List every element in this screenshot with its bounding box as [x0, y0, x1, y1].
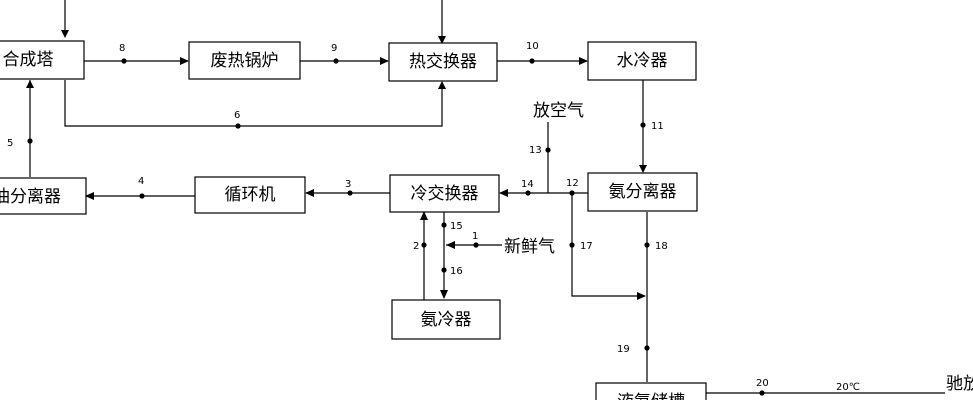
water-cooler-box: 水冷器: [587, 41, 697, 81]
stream-number-14: 14: [521, 179, 534, 190]
circulator-box: 循环机: [194, 176, 306, 214]
stream-number-16: 16: [450, 266, 463, 277]
vent-gas-label: 放空气: [533, 101, 584, 121]
arrow-into-ammonia-separator: [639, 165, 647, 173]
ammonia-separator-label: 氨分离器: [609, 182, 677, 202]
arrow-into-ammonia-cooler: [440, 290, 448, 299]
cold-exchanger-box: 冷交换器: [389, 174, 500, 213]
cold-exchanger-label: 冷交换器: [411, 184, 479, 204]
stream-number-9: 9: [331, 43, 337, 54]
storage-tank-label: 液氨储槽: [617, 392, 685, 400]
stream-number-15: 15: [450, 221, 463, 232]
stream-number-17: 17: [580, 241, 593, 252]
release-label: 驰放: [946, 374, 973, 394]
stream-numbers: 8 9 10 6 11 13 12 14 3 4 5 15 2 1 16 17 …: [7, 41, 769, 389]
flow-lines: [29, 0, 945, 394]
stream-number-6: 6: [234, 110, 240, 121]
arrow-into-cold-exchanger-right: [499, 189, 508, 197]
heat-exchanger-label: 热交换器: [409, 52, 477, 72]
oil-separator-box: 油分离器: [0, 177, 87, 215]
stream-number-11: 11: [651, 121, 664, 132]
arrow-into-cold-exchanger-bottom: [420, 211, 428, 220]
stream-number-5: 5: [7, 138, 13, 149]
waste-heat-boiler-box: 废热锅炉: [188, 41, 301, 80]
stream-number-20: 20: [756, 378, 769, 389]
arrow-into-tower-top: [61, 30, 69, 38]
stream-dots: [27, 58, 765, 396]
ammonia-cooler-label: 氨冷器: [421, 310, 472, 330]
arrow-into-heat-exchanger-top: [438, 36, 446, 44]
stream-number-3: 3: [345, 179, 351, 190]
heat-exchanger-box: 热交换器: [388, 42, 498, 82]
stream-number-10: 10: [526, 41, 539, 52]
fresh-gas-label: 新鲜气: [504, 237, 555, 257]
stream-number-19: 19: [617, 344, 630, 355]
arrow-into-synthesis-tower-bottom: [26, 80, 34, 88]
water-cooler-label: 水冷器: [617, 51, 668, 71]
synthesis-tower-box: 合成塔: [0, 40, 85, 80]
oil-separator-label: 油分离器: [0, 187, 61, 207]
arrow-stream-17-join: [637, 292, 646, 300]
stream-number-18: 18: [655, 241, 668, 252]
temperature-label: 20℃: [836, 382, 860, 393]
arrow-into-heat-exchanger-bottom: [438, 81, 446, 89]
stream-number-1: 1: [472, 231, 478, 242]
storage-tank-box: 液氨储槽: [595, 382, 707, 400]
arrow-into-circulator: [305, 189, 314, 197]
ammonia-cooler-box: 氨冷器: [391, 299, 501, 340]
arrow-fresh-gas: [446, 241, 455, 249]
arrowheads: [26, 30, 647, 300]
circulator-label: 循环机: [225, 185, 276, 205]
stream-number-13: 13: [529, 145, 542, 156]
arrow-into-water-cooler: [579, 57, 588, 65]
arrow-into-oil-separator: [85, 192, 94, 200]
ammonia-separator-box: 氨分离器: [587, 172, 698, 212]
arrow-into-waste-heat-boiler: [180, 57, 189, 65]
arrow-into-heat-exchanger: [380, 57, 389, 65]
stream-number-8: 8: [119, 43, 125, 54]
waste-heat-boiler-label: 废热锅炉: [211, 51, 279, 71]
stream-number-12: 12: [566, 178, 579, 189]
stream-number-4: 4: [138, 176, 144, 187]
stream-number-2: 2: [413, 241, 419, 252]
synthesis-tower-label: 合成塔: [3, 50, 54, 70]
